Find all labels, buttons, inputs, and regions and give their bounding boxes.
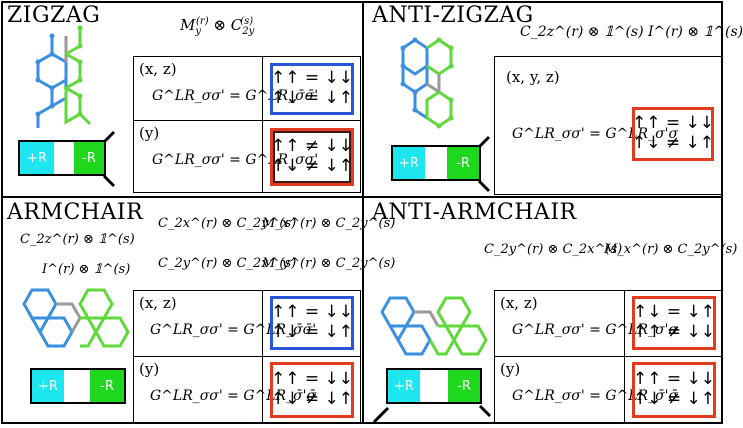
- armchair-molecule: [22, 288, 130, 348]
- lead-left: +R: [388, 370, 420, 402]
- symmetry-label: C_2x^(r) ⊗ C_2y^(s): [158, 216, 297, 231]
- symmetry-label: My(r) ⊗ C2y(s): [180, 16, 255, 37]
- lead-right: -R: [448, 370, 480, 402]
- table-col-divider: [262, 290, 263, 424]
- direction-y: (y): [139, 360, 160, 378]
- equation-1: G^LR_σσ' = G^LR_σ̄σ̄': [152, 88, 319, 104]
- lead-gap: [425, 147, 447, 179]
- lead-right: -R: [90, 370, 124, 402]
- equation-2: G^LR_σσ' = G^LR_σ̄'σ̄: [512, 388, 679, 404]
- symmetry-label: C_2z^(r) ⊗ 𝟙^(s): [20, 232, 135, 247]
- relation-box-2: ↑↑ ≠ ↓↓ ↑↓ ≠ ↓↑: [270, 128, 354, 186]
- relation-line: ↑↓ = ↓↑: [270, 88, 354, 108]
- anti-armchair-molecule: [380, 296, 488, 356]
- direction-y: (y): [139, 124, 160, 142]
- relation-box-1: ↑↑ = ↓↓ ↑↓ = ↓↑: [270, 63, 354, 115]
- symmetry-table: [133, 56, 361, 193]
- anti-zigzag-molecule: [400, 37, 454, 129]
- equation-1: G^LR_σσ' = G^LR_σ'σ: [512, 322, 679, 338]
- lead-gap: [54, 142, 74, 174]
- relation-line: ↑↑ ≠ ↓↓: [632, 322, 716, 342]
- relation-box-1: ↑↑ = ↓↓ ↑↓ = ↓↑: [270, 296, 354, 350]
- table-col-divider: [624, 290, 625, 424]
- symmetry-label: M_x^(r) ⊗ C_2y^(s): [604, 242, 738, 257]
- panel-title: ZIGZAG: [7, 3, 101, 28]
- direction-xz: (x, z): [500, 294, 538, 312]
- table-col-divider: [262, 56, 263, 193]
- relation-box-1: ↑↑ = ↓↓ ↑↓ ≠ ↓↑: [632, 107, 714, 161]
- lead-right: -R: [74, 142, 104, 174]
- relation-line: ↑↑ = ↓↓: [270, 68, 354, 89]
- relation-line: ↑↑ = ↓↓: [270, 369, 354, 390]
- relation-box-1: ↑↓ = ↓↑ ↑↑ ≠ ↓↓: [632, 296, 716, 350]
- table-row-divider: [133, 120, 361, 121]
- symmetry-label: C_2y^(r) ⊗ C_2x^(s): [158, 256, 297, 271]
- panel-title: ARMCHAIR: [7, 200, 144, 225]
- relation-line: ↑↓ ≠ ↓↑: [270, 389, 354, 409]
- relation-line: ↑↑ ≠ ↓↓: [270, 136, 354, 157]
- symmetry-table: [494, 56, 722, 195]
- lead-bar: +R -R: [18, 140, 106, 176]
- lead-right: -R: [447, 147, 479, 179]
- symmetry-table: [494, 290, 722, 424]
- lead-gap: [420, 370, 448, 402]
- lead-gap: [64, 370, 90, 402]
- equation-2: G^LR_σσ' = G^LR_σ̄'σ̄: [150, 388, 317, 404]
- relation-line: ↑↓ = ↓↑: [632, 302, 716, 323]
- lead-stubs: [477, 135, 491, 193]
- relation-line: ↑↑ = ↓↓: [632, 369, 716, 390]
- relation-box-2: ↑↑ = ↓↓ ↑↓ ≠ ↓↑: [270, 362, 354, 418]
- direction-xz: (x, z): [139, 60, 177, 78]
- lead-bar: +R -R: [30, 368, 126, 404]
- relation-line: ↑↓ ≠ ↓↑: [632, 389, 716, 409]
- lead-bar: +R -R: [386, 368, 482, 404]
- table-row-divider: [494, 356, 722, 357]
- panel-title: ANTI-ZIGZAG: [372, 3, 534, 28]
- vertical-divider: [362, 1, 364, 424]
- lead-left: +R: [393, 147, 425, 179]
- lead-left: +R: [20, 142, 54, 174]
- direction-y: (y): [500, 360, 521, 378]
- symmetry-label: M_x^(r) ⊗ C_2y^(s): [262, 216, 396, 231]
- lead-bar: +R -R: [391, 145, 481, 181]
- equation-2: G^LR_σσ' = G^LR_σσ': [152, 152, 319, 168]
- direction-xyz: (x, y, z): [506, 68, 560, 86]
- symmetry-label: M_y^(r) ⊗ C_2y^(s): [262, 256, 396, 271]
- equation-1: G^LR_σσ' = G^LR_σ'σ: [512, 126, 679, 142]
- symmetry-label: I^(r) ⊗ 𝟙^(s): [42, 262, 131, 277]
- direction-xz: (x, z): [139, 294, 177, 312]
- table-row-divider: [133, 356, 361, 357]
- panel-title: ANTI-ARMCHAIR: [372, 200, 577, 225]
- relation-box-2: ↑↑ = ↓↓ ↑↓ ≠ ↓↑: [632, 362, 716, 418]
- lead-stubs: [102, 130, 116, 188]
- symmetry-label: C_2y^(r) ⊗ C_2x^(s): [484, 242, 623, 257]
- relation-line: ↑↑ = ↓↓: [270, 302, 354, 323]
- lead-stubs: [372, 404, 492, 424]
- zigzag-molecule: [35, 25, 92, 128]
- horizontal-divider: [1, 196, 723, 198]
- equation-1: G^LR_σσ' = G^LR_σ̄σ̄': [150, 322, 317, 338]
- symmetry-table: [133, 290, 361, 424]
- lead-left: +R: [32, 370, 64, 402]
- symmetry-label: C_2z^(r) ⊗ 𝟙^(s) I^(r) ⊗ 𝟙^(s): [520, 24, 743, 40]
- relation-line: ↑↓ = ↓↑: [270, 322, 354, 342]
- relation-line: ↑↑ = ↓↓: [631, 113, 715, 134]
- relation-line: ↑↓ ≠ ↓↑: [631, 133, 715, 153]
- relation-line: ↑↓ ≠ ↓↑: [270, 156, 354, 176]
